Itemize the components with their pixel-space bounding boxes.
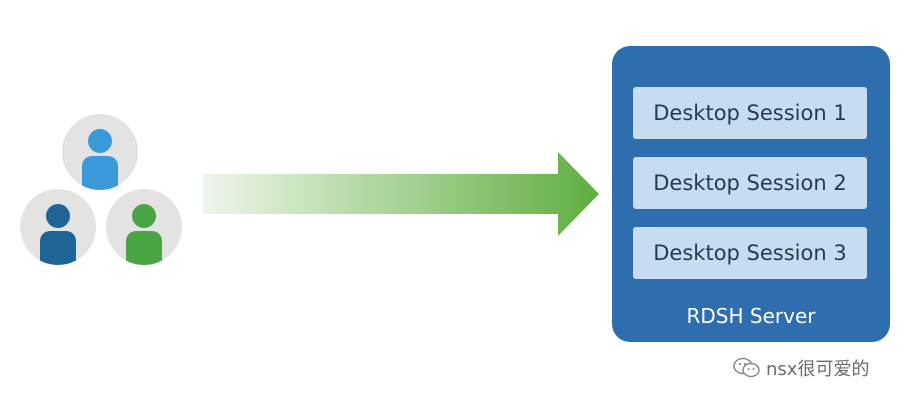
- users-group: [0, 0, 200, 300]
- wechat-icon: [733, 357, 760, 378]
- connection-arrow: [203, 152, 599, 236]
- user-head: [88, 129, 112, 153]
- user-head: [132, 204, 156, 228]
- desktop-session-3: Desktop Session 3: [633, 227, 867, 279]
- watermark: nsx很可爱的: [732, 354, 869, 382]
- desktop-session-1: Desktop Session 1: [633, 87, 867, 139]
- user-body: [82, 156, 118, 190]
- desktop-session-2: Desktop Session 2: [633, 157, 867, 209]
- watermark-text: nsx很可爱的: [766, 359, 870, 380]
- rdsh-server-box: Desktop Session 1 Desktop Session 2 Desk…: [612, 46, 890, 342]
- user-avatar-top: [62, 114, 138, 190]
- user-body: [126, 231, 162, 265]
- user-avatar-left: [20, 189, 96, 265]
- server-label: RDSH Server: [686, 304, 816, 328]
- arrow-shape: [203, 152, 599, 236]
- user-head: [46, 204, 70, 228]
- user-body: [40, 231, 76, 265]
- user-avatar-right: [106, 189, 182, 265]
